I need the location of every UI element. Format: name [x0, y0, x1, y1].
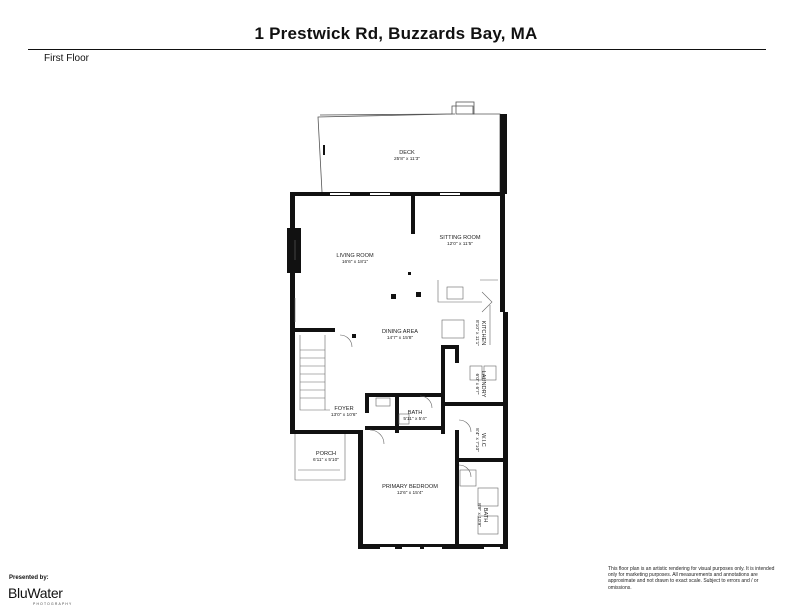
logo-part1: Blu: [8, 585, 28, 601]
room-name-deck: DECK: [399, 150, 415, 156]
page-title: 1 Prestwick Rd, Buzzards Bay, MA: [254, 24, 538, 43]
room-dims-foyer: 13'0" x 10'6": [331, 412, 358, 418]
room-dims-bath-primary: 8'9" x 10'9": [476, 503, 482, 527]
room-dims-dining: 14'7" x 15'8": [387, 335, 414, 341]
disclaimer: This floor plan is an artistic rendering…: [608, 566, 775, 591]
room-name-bath-center: BATH: [408, 410, 423, 416]
room-dims-primary-bedroom: 12'6" x 15'4": [397, 490, 424, 496]
logo-part2: Water: [27, 585, 63, 601]
floor-label: First Floor: [44, 53, 89, 64]
deck-wall-right: [500, 114, 507, 194]
room-name-foyer: FOYER: [334, 406, 353, 412]
title-rule: [28, 49, 766, 50]
walls: [287, 192, 508, 549]
room-name-dining: DINING AREA: [382, 329, 418, 335]
room-dims-living: 16'6" x 18'1": [342, 259, 369, 265]
room-name-primary-bedroom: PRIMARY BEDROOM: [382, 484, 438, 490]
room-dims-sitting: 12'0" x 11'5": [447, 241, 473, 247]
room-dims-kitchen: 8'10" x 11'1": [474, 320, 480, 346]
room-name-sitting: SITTING ROOM: [439, 235, 480, 241]
room-dims-deck: 25'8" x 11'3": [394, 156, 420, 162]
room-name-porch: PORCH: [316, 451, 336, 457]
room-dims-wic: 8'4" x 7'10": [474, 428, 480, 452]
room-name-bath-primary: BATH: [482, 508, 488, 523]
room-labels: DECK 25'8" x 11'3" LIVING ROOM 16'6" x 1…: [313, 150, 488, 527]
room-dims-laundry: 6'0" x 6'7": [474, 374, 480, 395]
presented-by: Presented by:: [9, 575, 49, 581]
thin-lines: [294, 193, 500, 549]
room-name-kitchen: KITCHEN: [480, 321, 486, 346]
bluwater-logo: BluWater: [8, 585, 63, 601]
room-name-laundry: LAUNDRY: [480, 371, 486, 398]
room-name-wic: W.I.C: [480, 433, 486, 447]
logo-subtitle: PHOTOGRAPHY: [33, 602, 73, 606]
room-name-living: LIVING ROOM: [336, 253, 374, 259]
room-dims-bath-center: 5'11" x 5'4": [403, 416, 427, 422]
deck: [317, 101, 501, 193]
room-dims-porch: 6'11" x 5'10": [313, 457, 339, 463]
